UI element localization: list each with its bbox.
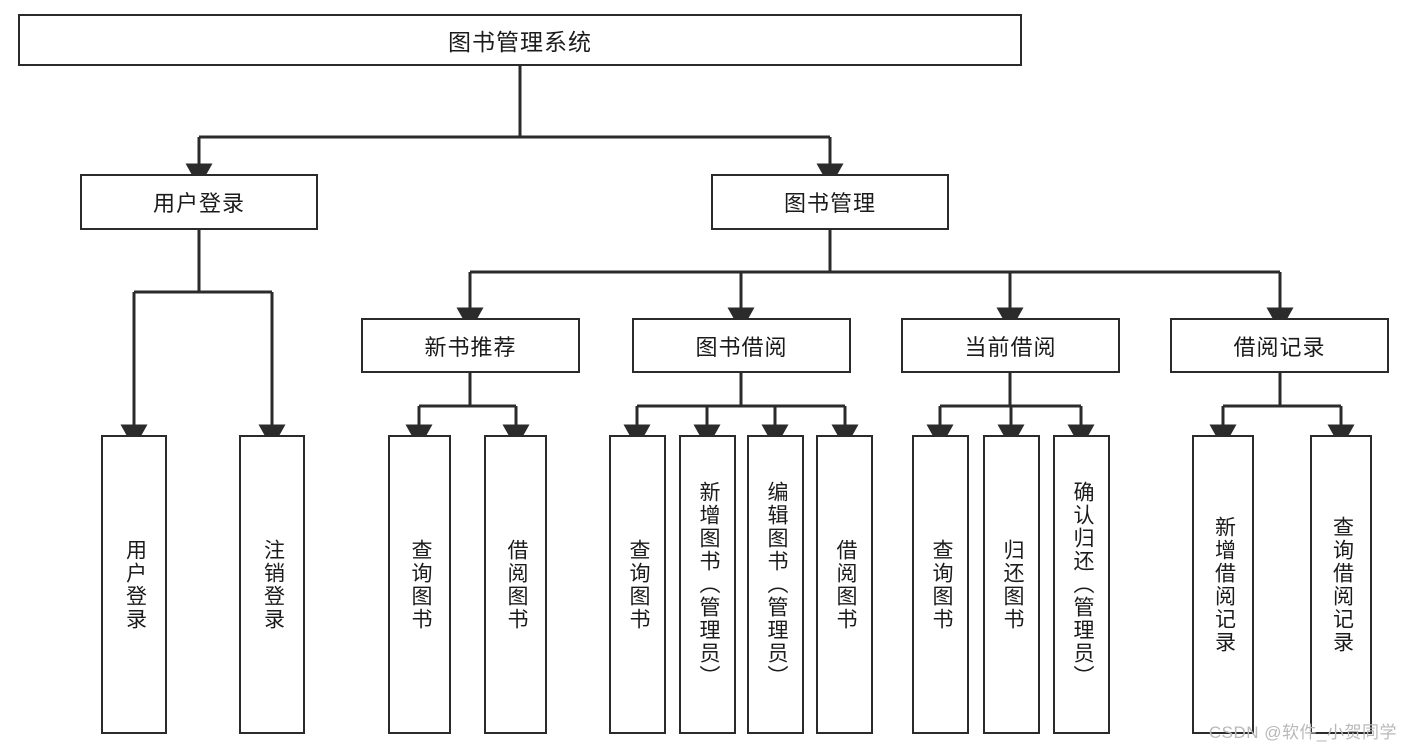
leaf-confirm-return[interactable]: 确认归还（管理员） [1053, 435, 1110, 734]
leaf-user-login[interactable]: 用户登录 [101, 435, 167, 734]
node-user-login[interactable]: 用户登录 [80, 174, 318, 230]
node-root[interactable]: 图书管理系统 [18, 14, 1022, 66]
leaf-borrow-book-recommend[interactable]: 借阅图书 [484, 435, 547, 734]
leaf-query-book-recommend[interactable]: 查询图书 [388, 435, 451, 734]
leaf-add-book[interactable]: 新增图书（管理员） [679, 435, 736, 734]
leaf-borrow-book[interactable]: 借阅图书 [816, 435, 873, 734]
leaf-return-book[interactable]: 归还图书 [983, 435, 1040, 734]
leaf-edit-book[interactable]: 编辑图书（管理员） [747, 435, 804, 734]
csdn-watermark: CSDN @软件_小贺同学 [1208, 723, 1397, 742]
leaf-add-borrow-record[interactable]: 新增借阅记录 [1192, 435, 1254, 734]
node-book-borrow[interactable]: 图书借阅 [632, 318, 851, 373]
node-new-book-recommend[interactable]: 新书推荐 [361, 318, 580, 373]
leaf-query-book-borrow[interactable]: 查询图书 [609, 435, 666, 734]
node-borrow-record[interactable]: 借阅记录 [1170, 318, 1389, 373]
leaf-query-borrow-record[interactable]: 查询借阅记录 [1310, 435, 1372, 734]
leaf-query-book-current[interactable]: 查询图书 [912, 435, 969, 734]
leaf-user-logout[interactable]: 注销登录 [239, 435, 305, 734]
node-current-borrow[interactable]: 当前借阅 [901, 318, 1120, 373]
node-book-management[interactable]: 图书管理 [711, 174, 949, 230]
